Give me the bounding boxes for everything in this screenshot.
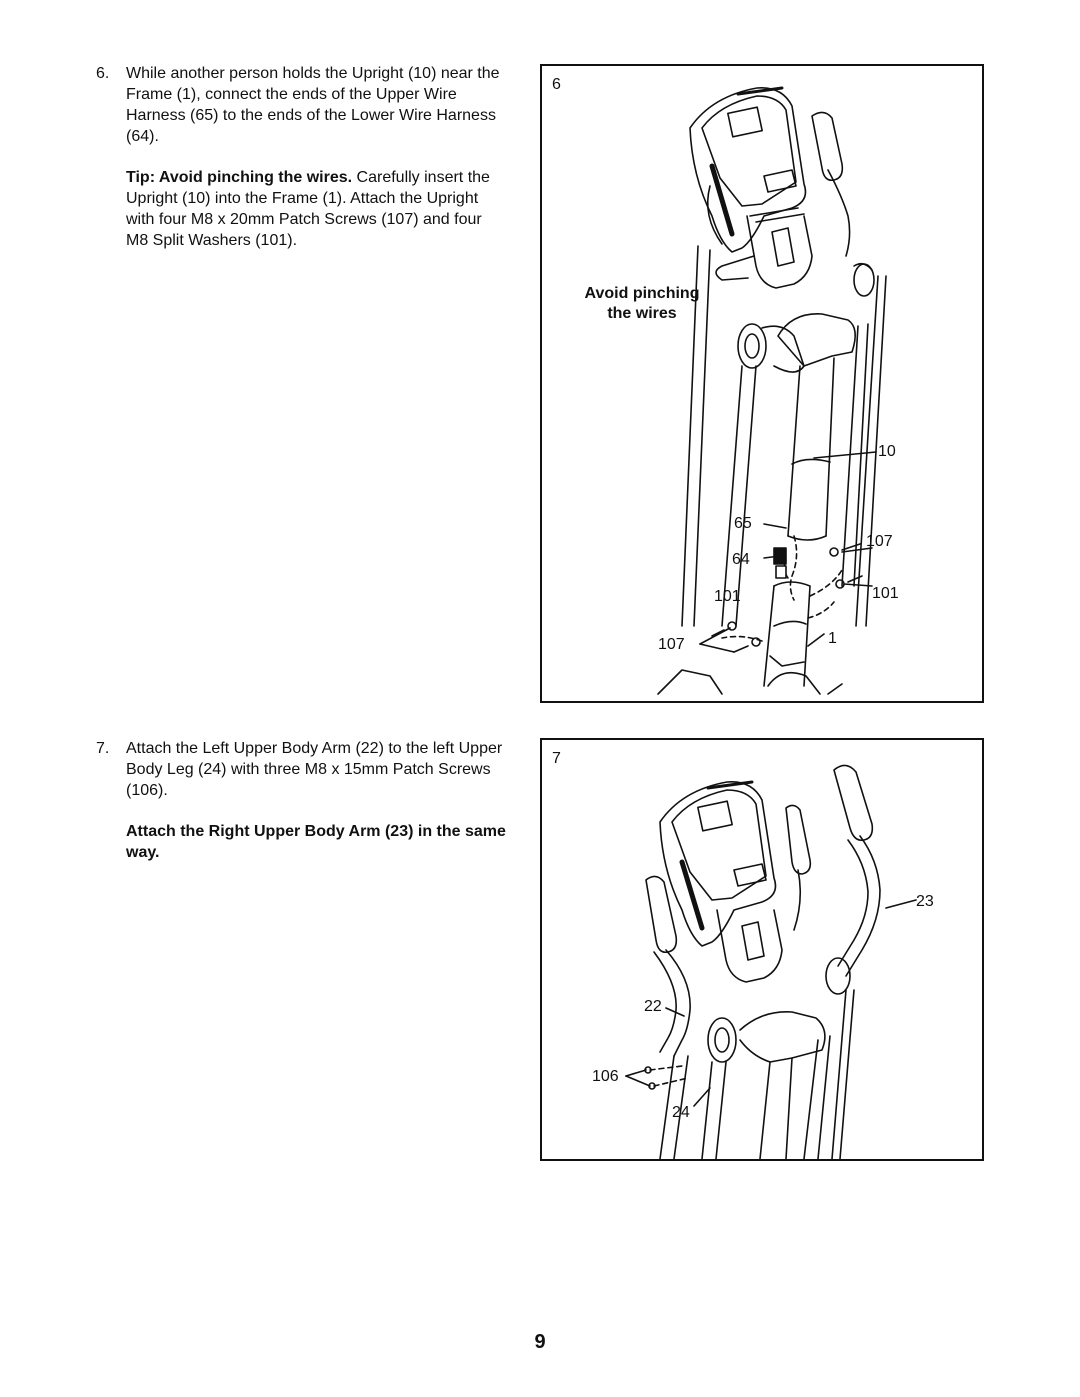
callout-screws: 106 [592, 1068, 619, 1085]
figure-number: 6 [552, 76, 561, 93]
figure-6: 6 Avoid pinching the wires 10 65 64 107 … [540, 64, 984, 703]
callout-lower-harness: 64 [732, 551, 750, 568]
step-text: Attach the Left Upper Body Arm (22) to t… [126, 740, 503, 799]
page-number: 9 [534, 1331, 546, 1353]
elliptical-arms-illustration [625, 764, 917, 1159]
figure-7: 7 23 22 106 24 [540, 738, 984, 1161]
step-note: Attach the Right Upper Body Arm (23) in … [126, 823, 506, 861]
step-text: While another person holds the Upright (… [126, 65, 500, 145]
callout-upright: 10 [878, 443, 896, 460]
callout-washers-left: 101 [714, 588, 741, 605]
figure-number: 7 [552, 750, 561, 767]
step-7: 7. Attach the Left Upper Body Arm (22) t… [96, 738, 508, 863]
step-tip: Tip: Avoid pinching the wires. Carefully… [126, 167, 508, 251]
step-number: 6. [96, 65, 110, 82]
elliptical-upright-illustration [657, 86, 887, 695]
callout-left-arm: 22 [644, 998, 662, 1015]
callout-right-arm: 23 [916, 893, 934, 910]
step-number: 7. [96, 740, 110, 757]
tip-text: Carefully insert the Upright (10) into t… [126, 169, 490, 249]
callout-left-leg: 24 [672, 1104, 690, 1121]
callout-screws-right: 107 [866, 533, 893, 550]
callout-frame: 1 [828, 630, 837, 647]
callout-screws-left: 107 [658, 636, 685, 653]
callout-washers-right: 101 [872, 585, 899, 602]
warning-label: Avoid pinching the wires [584, 285, 700, 322]
callout-upper-harness: 65 [734, 515, 752, 532]
tip-heading: Tip: Avoid pinching the wires. [126, 169, 353, 186]
step-6: 6. While another person holds the Uprigh… [96, 63, 508, 251]
